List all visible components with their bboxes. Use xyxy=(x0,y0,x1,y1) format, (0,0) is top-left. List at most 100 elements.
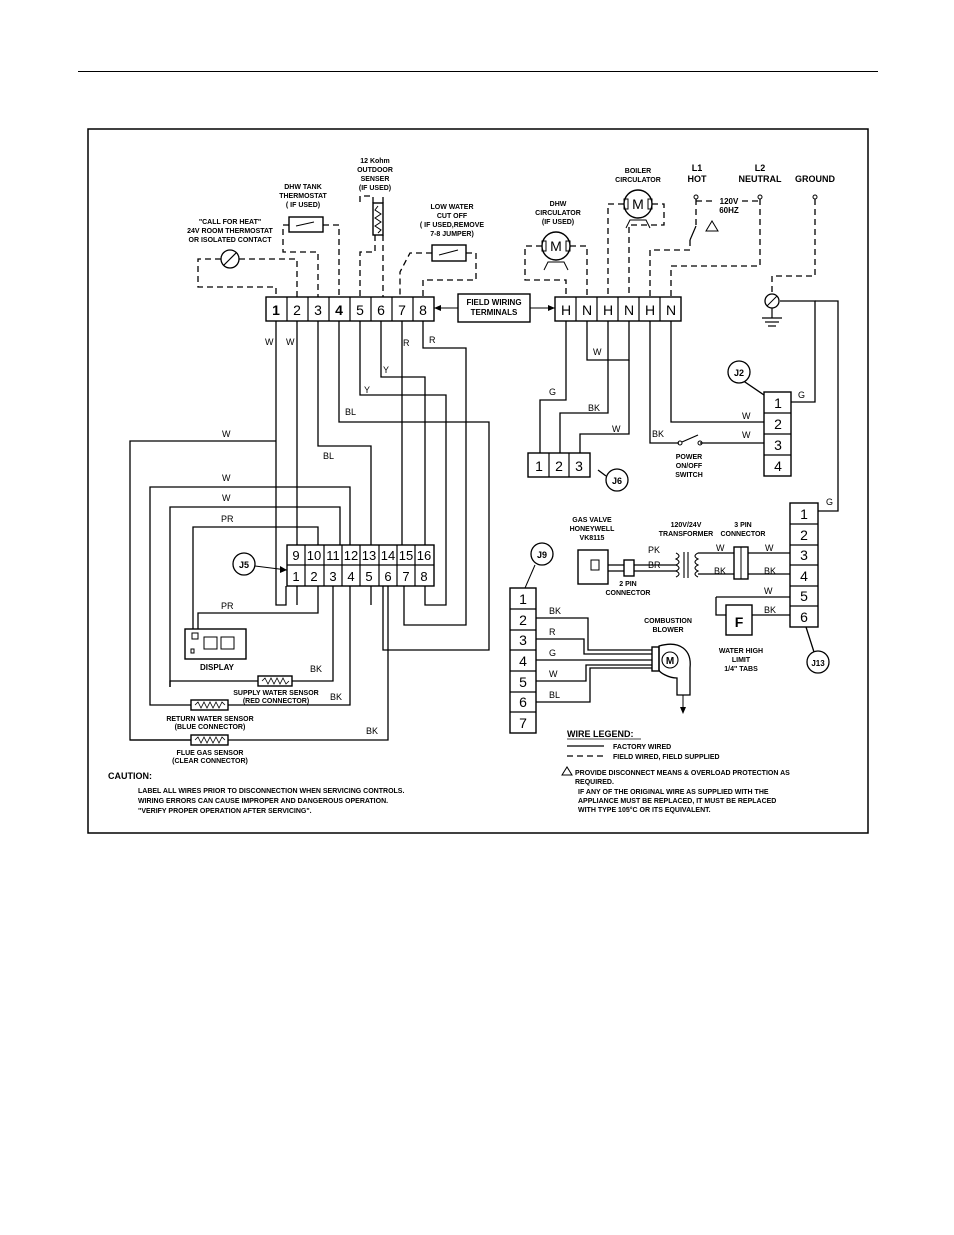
j9-pin-6: 6 xyxy=(519,694,527,710)
terminal-left-6: 6 xyxy=(377,302,385,318)
power-switch-label-2: ON/OFF xyxy=(676,463,703,470)
two-pin-connector-icon xyxy=(623,559,635,577)
j5-label: J5 xyxy=(239,560,249,570)
legend-note-3: IF ANY OF THE ORIGINAL WIRE AS SUPPLIED … xyxy=(578,789,769,796)
l2-label-2: NEUTRAL xyxy=(739,174,782,184)
wire-label-pr-1: PR xyxy=(221,514,234,524)
j5-pin-1: 1 xyxy=(292,569,299,584)
terminal-right-3: H xyxy=(603,302,613,318)
field-terminals-label-2: TERMINALS xyxy=(471,308,518,317)
j9-pin-4: 4 xyxy=(519,653,527,669)
j6-pin-2: 2 xyxy=(555,458,563,474)
j5-pin-15: 15 xyxy=(399,548,413,563)
water-limit-label-3: 1/4" TABS xyxy=(724,666,758,673)
return-sensor-label-1: RETURN WATER SENSOR xyxy=(166,716,253,723)
j6-pin-1: 1 xyxy=(535,458,543,474)
wire-label-w-3: W xyxy=(222,429,231,439)
terminal-left-1: 1 xyxy=(272,302,280,318)
wire-label-y-2: Y xyxy=(383,365,389,375)
warning-icon xyxy=(705,220,719,232)
wire-label-w-2: W xyxy=(286,337,295,347)
field-wires xyxy=(197,195,816,297)
terminal-left-7: 7 xyxy=(398,302,406,318)
three-pin-label-1: 3 PIN xyxy=(734,522,752,529)
caution-line-1: LABEL ALL WIRES PRIOR TO DISCONNECTION W… xyxy=(138,788,404,795)
j5-pin-2: 2 xyxy=(310,569,317,584)
j5-pin-7: 7 xyxy=(402,569,409,584)
flue-sensor-label-1: FLUE GAS SENSOR xyxy=(177,750,244,757)
blower-motor-letter: M xyxy=(666,656,674,667)
legend-note-4: APPLIANCE MUST BE REPLACED, IT MUST BE R… xyxy=(578,798,776,805)
dhw-circ-label-1: DHW xyxy=(550,201,567,208)
wire-label-w-1: W xyxy=(265,337,274,347)
wire-label-w-9: W xyxy=(742,430,751,440)
terminal-right-6: N xyxy=(666,302,676,318)
low-water-switch-icon xyxy=(431,244,467,262)
water-high-limit: F WATER HIGH LIMIT 1/4" TABS xyxy=(719,604,763,673)
wire-label-y-1: Y xyxy=(364,385,370,395)
j13-pin-4: 4 xyxy=(800,568,808,584)
wire-label-r-1: R xyxy=(403,338,410,348)
l2-label-1: L2 xyxy=(755,163,766,173)
terminal-left-2: 2 xyxy=(293,302,301,318)
three-pin-connector: 3 PIN CONNECTOR xyxy=(721,522,766,580)
j2-pin-1: 1 xyxy=(774,395,782,411)
dhw-tank-label-1: DHW TANK xyxy=(284,184,322,191)
flue-sensor-label-2: (CLEAR CONNECTOR) xyxy=(172,758,248,765)
j13-pin-3: 3 xyxy=(800,547,808,563)
dhw-circ-label-3: (IF USED) xyxy=(542,219,574,226)
wire-label-r-2: R xyxy=(429,335,436,345)
supply-frequency: 60HZ xyxy=(719,206,739,215)
j9-label: J9 xyxy=(537,550,547,560)
outdoor-sensor-label-1: 12 Kohm xyxy=(360,158,390,165)
wire-label-pk: PK xyxy=(648,545,660,555)
j9-pin-2: 2 xyxy=(519,612,527,628)
blower-label-1: COMBUSTION xyxy=(644,618,692,625)
wire-label-br: BR xyxy=(648,560,661,570)
wire-label-bk-3: BK xyxy=(366,726,378,736)
j13-pin-6: 6 xyxy=(800,609,808,625)
legend-note-5: WITH TYPE 105°C OR ITS EQUIVALENT. xyxy=(578,806,711,814)
page-top-rule xyxy=(78,71,878,72)
wire-label-w-4: W xyxy=(222,473,231,483)
field-wiring-terminals: FIELD WIRING TERMINALS xyxy=(434,293,555,323)
display-label: DISPLAY xyxy=(200,663,235,672)
connector-j2: J2 1 2 3 4 xyxy=(727,360,792,477)
boiler-circulator: BOILER CIRCULATOR M xyxy=(615,168,661,229)
water-limit-icon xyxy=(725,604,753,636)
gas-valve-icon xyxy=(577,549,609,585)
return-sensor-label-2: (BLUE CONNECTOR) xyxy=(175,724,246,731)
caution-note: CAUTION: LABEL ALL WIRES PRIOR TO DISCON… xyxy=(108,771,404,815)
j5-pin-13: 13 xyxy=(362,548,376,563)
j5-pin-11: 11 xyxy=(326,548,340,563)
wire-label-w-6: W xyxy=(593,347,602,357)
wire-label-g-3: G xyxy=(826,497,833,507)
diagram-frame xyxy=(87,128,869,834)
boiler-circ-label-1: BOILER xyxy=(625,168,651,175)
outdoor-sensor-label-2: OUTDOOR xyxy=(357,167,393,174)
power-switch-label-1: POWER xyxy=(676,454,702,461)
wire-label-g-4: G xyxy=(549,648,556,658)
j2-pin-3: 3 xyxy=(774,437,782,453)
three-pin-label-2: CONNECTOR xyxy=(721,531,766,538)
j5-pin-10: 10 xyxy=(307,548,321,563)
wire-label-w-10: W xyxy=(716,543,725,553)
supply-sensor-label-2: (RED CONNECTOR) xyxy=(243,698,309,705)
display-module: DISPLAY xyxy=(184,628,247,672)
wire-label-w-13: W xyxy=(549,669,558,679)
terminal-right-1: H xyxy=(561,302,571,318)
outdoor-sensor-label-3: SENSER xyxy=(361,176,390,183)
j13-pin-5: 5 xyxy=(800,588,808,604)
j5-pin-6: 6 xyxy=(384,569,391,584)
water-limit-symbol: F xyxy=(735,614,744,630)
legend-title: WIRE LEGEND: xyxy=(567,729,634,739)
power-switch-label-3: SWITCH xyxy=(675,472,703,479)
gas-valve-label-3: VK8115 xyxy=(580,535,605,542)
two-pin-label-2: CONNECTOR xyxy=(606,590,651,597)
j5-pin-8: 8 xyxy=(420,569,427,584)
dhw-tank-label-2: THERMOSTAT xyxy=(279,193,327,200)
gas-valve: GAS VALVE HONEYWELL VK8115 2 PIN CONNECT… xyxy=(570,517,651,597)
j6-label: J6 xyxy=(612,476,622,486)
wire-label-w-8: W xyxy=(742,411,751,421)
field-terminals-label-1: FIELD WIRING xyxy=(466,298,521,307)
